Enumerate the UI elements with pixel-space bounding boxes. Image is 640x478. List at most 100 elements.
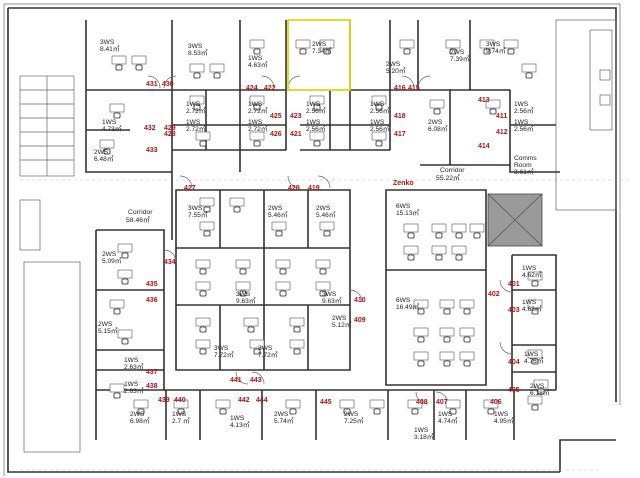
room-area: 7.72㎡	[258, 350, 278, 359]
desk	[109, 299, 125, 309]
room-area: 6.98㎡	[130, 416, 150, 425]
room-label: 1WS	[514, 101, 529, 108]
workstations	[99, 39, 549, 415]
room-area: 4.73㎡	[102, 124, 122, 133]
room-area: 4.95㎡	[494, 416, 514, 425]
room-area: 4.13㎡	[230, 420, 250, 429]
desk	[195, 259, 211, 269]
desk	[521, 63, 537, 73]
desk	[439, 351, 455, 361]
door-number: 412	[496, 129, 508, 136]
desk	[429, 99, 445, 109]
room-area: 2.72㎡	[186, 124, 206, 133]
chair	[239, 268, 247, 275]
room-area: 2.56㎡	[306, 106, 326, 115]
chair	[239, 290, 247, 297]
chair	[203, 206, 211, 213]
door-number: 427	[184, 185, 196, 192]
room-area: 4.74㎡	[438, 416, 458, 425]
door-number: 432	[144, 125, 156, 132]
door-number: 402	[488, 291, 500, 298]
chair	[407, 254, 415, 261]
chair	[279, 290, 287, 297]
room-label: 2WS	[332, 315, 347, 322]
door-number: 445	[320, 399, 332, 406]
room-area: 2.56㎡	[370, 106, 390, 115]
desk	[199, 221, 215, 231]
room-label: 3WS	[258, 345, 273, 352]
room-label: 3WS	[322, 291, 337, 298]
room-label: 2WS	[94, 149, 109, 156]
chair	[443, 336, 451, 343]
chair	[449, 408, 457, 415]
door-number: 416	[394, 85, 406, 92]
desk	[445, 399, 461, 409]
desk	[533, 379, 549, 389]
chair	[193, 104, 201, 111]
chair	[135, 64, 143, 71]
room-label: 2WS	[268, 205, 283, 212]
room-label: 1WS	[370, 101, 385, 108]
room-area: 5.74㎡	[274, 416, 294, 425]
chair	[531, 280, 539, 287]
desk	[195, 317, 211, 327]
chair	[199, 348, 207, 355]
desk	[117, 269, 133, 279]
comms-room-label-1: Comms	[514, 155, 537, 162]
chair	[507, 48, 515, 55]
desk	[309, 131, 325, 141]
chair	[483, 48, 491, 55]
desk	[407, 399, 423, 409]
chair	[435, 254, 443, 261]
door-number: 418	[394, 113, 406, 120]
room-area: 2.63㎡	[124, 362, 144, 371]
door-number: 431	[146, 81, 158, 88]
chair	[343, 408, 351, 415]
door-number: 435	[146, 281, 158, 288]
desk	[133, 399, 149, 409]
chair	[275, 230, 283, 237]
desk	[479, 39, 495, 49]
room-area: 2.56㎡	[370, 124, 390, 133]
desk	[109, 103, 125, 113]
chair	[299, 48, 307, 55]
room-label: 1WS	[248, 55, 263, 62]
chair	[199, 268, 207, 275]
door-number: 410	[354, 297, 366, 304]
chair	[313, 140, 321, 147]
comms-room-label-2: Room	[514, 162, 532, 169]
desk	[289, 317, 305, 327]
door-number: 428	[164, 131, 176, 138]
room-area: 4.76㎡	[524, 356, 544, 365]
door-number: 439	[158, 397, 170, 404]
desk	[117, 243, 133, 253]
room-label: 3WS	[236, 291, 251, 298]
chair	[417, 336, 425, 343]
room-area: 9.63㎡	[236, 296, 256, 305]
chair	[525, 72, 533, 79]
room-area: 5.15㎡	[98, 326, 118, 335]
room-area: 5.46㎡	[316, 210, 336, 219]
chair	[233, 206, 241, 213]
room-label: 2WS	[530, 383, 545, 390]
desk	[469, 223, 485, 233]
room-area: 9.63㎡	[322, 296, 342, 305]
desk	[371, 95, 387, 105]
desk	[215, 399, 231, 409]
chair	[403, 48, 411, 55]
room-label: 3WS	[188, 205, 203, 212]
desk	[243, 317, 259, 327]
room-label: 1WS	[514, 119, 529, 126]
desk	[285, 399, 301, 409]
desk	[209, 63, 225, 73]
misc-labels: Corridor 58.46㎡ Corridor 55.22㎡ Comms Ro…	[126, 155, 537, 224]
desk	[195, 281, 211, 291]
room-label: 3WS	[214, 345, 229, 352]
room-label: 1WS	[102, 119, 117, 126]
room-area: 2.72㎡	[248, 106, 268, 115]
desk	[271, 221, 287, 231]
room-label: 6WS	[396, 297, 411, 304]
desk	[117, 329, 133, 339]
chair	[463, 336, 471, 343]
